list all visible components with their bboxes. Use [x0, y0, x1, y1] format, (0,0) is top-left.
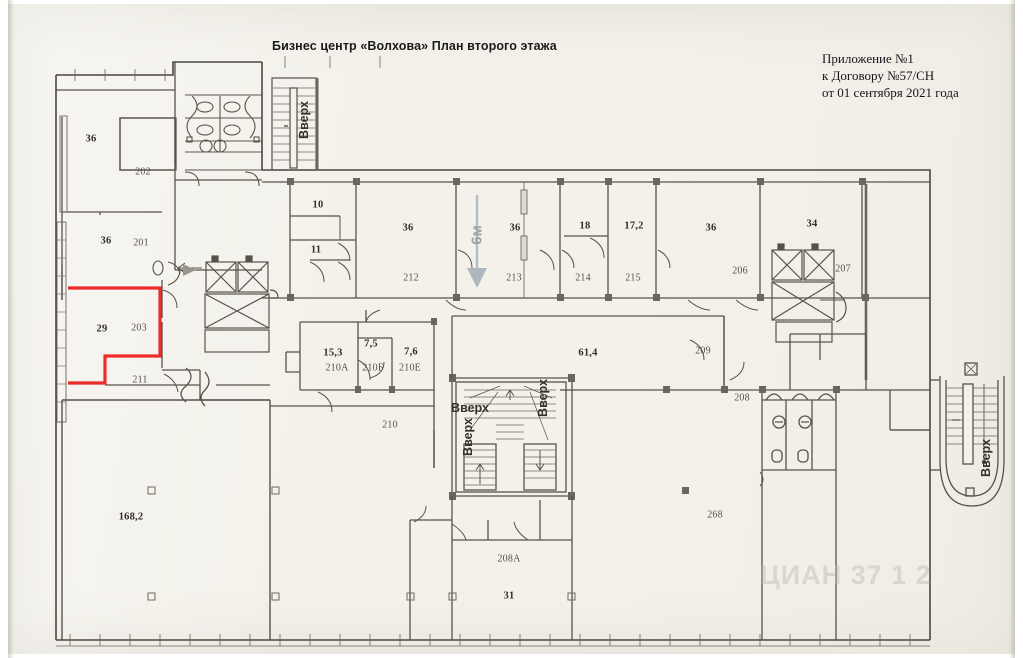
rooms-208a-31-walls: [409, 500, 573, 640]
room-area-label: 36: [85, 133, 97, 145]
room-number-label: 209: [695, 345, 711, 357]
restroom-block-top: [184, 94, 262, 187]
lobby-door-symbols: [152, 260, 181, 286]
room-number-label: 210А: [325, 362, 349, 374]
room-number-label: 203: [131, 322, 147, 334]
room-area-label: 34: [806, 218, 818, 230]
room-area-label: 31: [503, 590, 515, 602]
annotation-block: Приложение №1 к Договору №57/СН от 01 се…: [822, 50, 959, 101]
elevator-bank: [177, 255, 279, 353]
room-area-label: 61,4: [578, 347, 598, 359]
room-number-label: 211: [132, 374, 148, 386]
room-number-label: 213: [506, 272, 522, 284]
room-203-211-walls: [105, 280, 270, 407]
room-area-label: 29: [96, 323, 108, 335]
room-number-label: 208А: [497, 553, 521, 565]
stair-up-label: Вверх: [461, 418, 475, 456]
room-number-label: 210: [382, 419, 398, 431]
room-area-label: 10: [312, 199, 324, 211]
stair-up-label: Вверх: [979, 439, 993, 477]
dimension-marker-label: 6м: [468, 225, 486, 245]
wall-nubs-right: [663, 386, 840, 494]
room-area-label: 36: [705, 222, 717, 234]
room-area-label: 11: [310, 244, 322, 256]
staircase-central: [451, 377, 573, 497]
room-area-label: 17,2: [624, 220, 644, 232]
room-number-label: 212: [403, 272, 419, 284]
room-number-label: 208: [734, 392, 750, 404]
room-number-label: 210Б: [362, 362, 384, 374]
room-number-label: 210Е: [399, 362, 421, 374]
room-area-label: 7,6: [404, 346, 418, 358]
room-202-201-walls: [56, 62, 262, 300]
watermark: ЦИАН 37 1 2: [760, 560, 932, 590]
room-area-label: 36: [509, 222, 521, 234]
annotation-line-2: к Договору №57/СН: [822, 68, 935, 83]
annotation-line-1: Приложение №1: [822, 51, 914, 66]
annotation-line-3: от 01 сентября 2021 года: [822, 85, 959, 100]
scanned-paper-sheet: [8, 4, 1015, 654]
highlighted-room-203-outline: [68, 286, 162, 385]
stair-up-label: Вверх: [451, 401, 489, 415]
dimension-arrow-6m: [467, 195, 487, 288]
room-number-label: 214: [575, 272, 591, 284]
wall-nubs-top: [287, 178, 869, 301]
stair-up-label: Вверх: [297, 101, 311, 139]
room-area-label: 18: [579, 220, 591, 232]
column-markers-center: [406, 592, 576, 601]
room-area-label: 7,5: [364, 338, 378, 350]
room-number-label: 201: [133, 237, 149, 249]
page-title: Бизнес центр «Волхова» План второго этаж…: [272, 39, 557, 53]
rooms-209-208-268-walls: [689, 316, 930, 640]
room-area-label: 168,2: [118, 511, 144, 523]
hall-168-walls: [61, 399, 271, 640]
page-left-margin: [0, 0, 9, 658]
room-area-label: 36: [402, 222, 414, 234]
room-area-label: 15,3: [323, 347, 343, 359]
page-right-margin: [1014, 0, 1023, 658]
room-number-label: 206: [732, 265, 748, 277]
room-number-label: 202: [135, 166, 151, 178]
building-outline: [55, 61, 931, 641]
room-number-label: 207: [835, 263, 851, 275]
room-number-label: 215: [625, 272, 641, 284]
direction-arrow-left: [183, 264, 196, 276]
room-area-label: 36: [100, 235, 112, 247]
wall-hatching: [56, 56, 930, 647]
staircase-right-curved: [890, 362, 1005, 507]
stair-up-label: Вверх: [536, 379, 550, 417]
room-number-label: 268: [707, 509, 723, 521]
elevator-bank-right: [771, 243, 847, 343]
wall-nubs-210: [355, 318, 437, 393]
room-210-block-walls: [270, 309, 435, 468]
staircase-top: [271, 77, 319, 171]
column-markers-left: [147, 486, 280, 601]
